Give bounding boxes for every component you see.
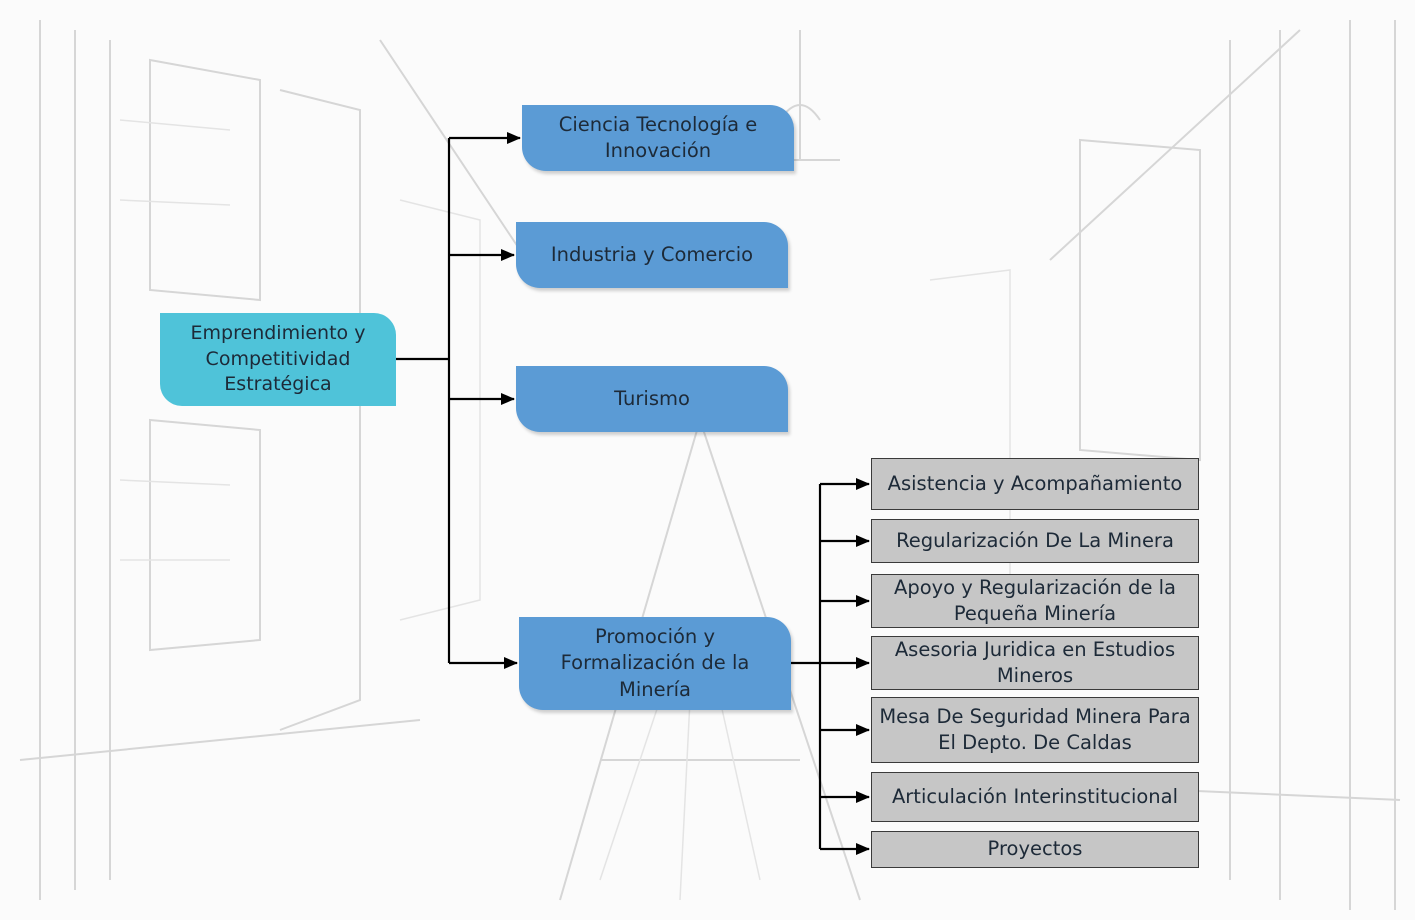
branch-node-label: Promoción y Formalización de la Minería [560, 625, 750, 701]
leaf-node-label: Asesoria Juridica en Estudios Mineros [894, 637, 1176, 687]
branch-node-mineria: Promoción y Formalización de la Minería [519, 617, 791, 710]
branch-node-label: Ciencia Tecnología e Innovación [558, 112, 758, 162]
branch-node-label: Industria y Comercio [550, 242, 754, 266]
leaf-node-label: Asistencia y Acompañamiento [887, 471, 1183, 495]
branch-node-ciencia-tecnologia: Ciencia Tecnología e Innovación [522, 105, 794, 171]
leaf-node-apoyo-pequena-mineria: Apoyo y Regularización de la Pequeña Min… [871, 574, 1199, 628]
branch-node-label: Turismo [614, 386, 690, 410]
leaf-node-articulacion: Articulación Interinstitucional [871, 772, 1199, 822]
leaf-node-regularizacion: Regularización De La Minera [871, 519, 1199, 563]
leaf-node-label: Articulación Interinstitucional [891, 784, 1179, 808]
leaf-node-label: Apoyo y Regularización de la Pequeña Min… [893, 575, 1177, 625]
leaf-node-label: Proyectos [987, 837, 1083, 861]
leaf-node-asistencia: Asistencia y Acompañamiento [871, 458, 1199, 510]
leaf-node-asesoria-juridica: Asesoria Juridica en Estudios Mineros [871, 636, 1199, 690]
root-node-emprendimiento: Emprendimiento y Competitividad Estratég… [160, 313, 396, 406]
branch-node-industria-comercio: Industria y Comercio [516, 222, 788, 288]
root-node-label: Emprendimiento y Competitividad Estratég… [190, 322, 366, 396]
leaf-node-mesa-seguridad: Mesa De Seguridad Minera Para El Depto. … [871, 697, 1199, 763]
leaf-node-label: Regularización De La Minera [896, 528, 1174, 552]
leaf-node-label: Mesa De Seguridad Minera Para El Depto. … [879, 704, 1191, 754]
leaf-node-proyectos: Proyectos [871, 831, 1199, 868]
branch-node-turismo: Turismo [516, 366, 788, 432]
